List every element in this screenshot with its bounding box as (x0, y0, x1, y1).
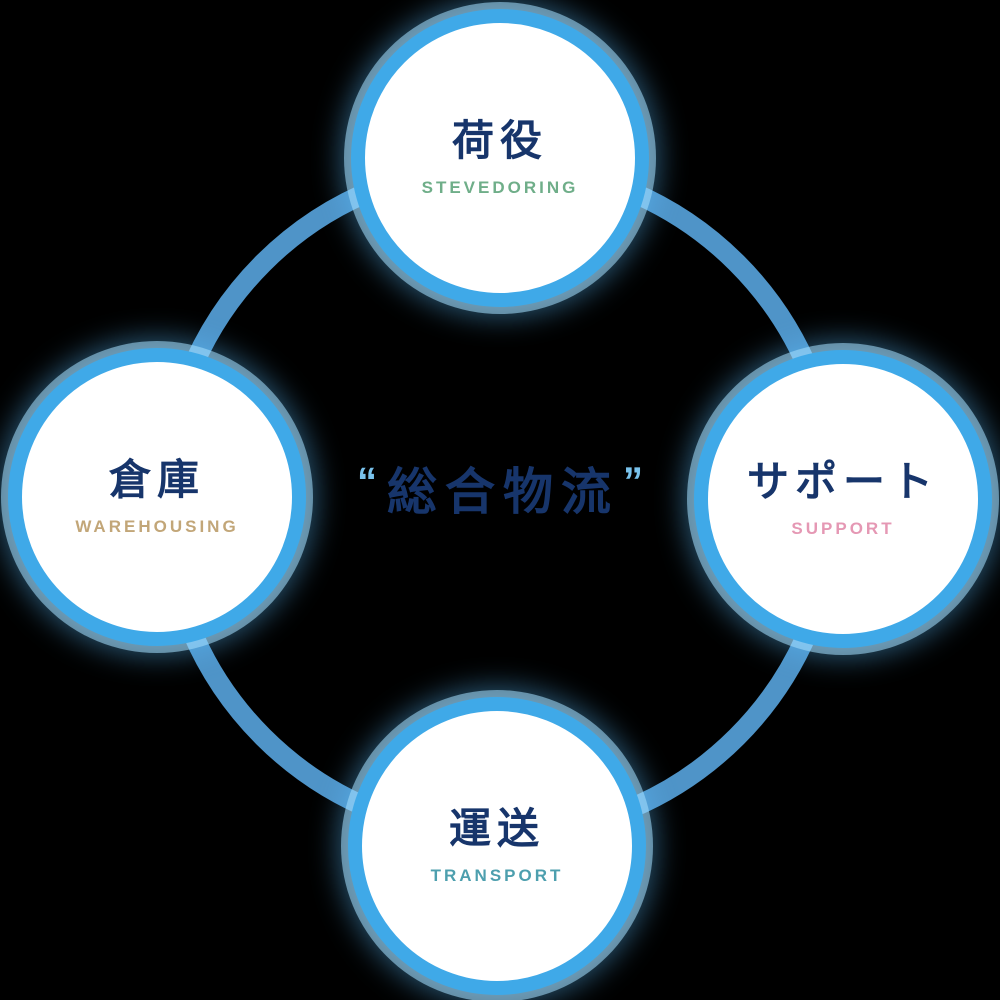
node-stevedoring-label: 荷役 (451, 116, 548, 164)
node-stevedoring-sublabel: STEVEDORING (421, 178, 579, 198)
node-support-sublabel: SUPPORT (791, 519, 895, 539)
node-warehousing-label: 倉庫 (108, 455, 205, 503)
open-quote-mark: “ (357, 460, 377, 504)
node-support: サポート SUPPORT (694, 350, 992, 648)
node-transport: 運送 TRANSPORT (348, 697, 646, 995)
node-transport-label: 運送 (448, 804, 545, 852)
close-quote-mark: ” (623, 460, 643, 504)
node-support-label: サポート (746, 457, 939, 505)
node-warehousing: 倉庫 WAREHOUSING (8, 348, 306, 646)
center-title-text: 総合物流 (387, 464, 619, 520)
node-stevedoring: 荷役 STEVEDORING (351, 9, 649, 307)
node-warehousing-sublabel: WAREHOUSING (75, 517, 239, 537)
center-title: “総合物流” (0, 452, 1000, 524)
node-transport-sublabel: TRANSPORT (430, 866, 564, 886)
